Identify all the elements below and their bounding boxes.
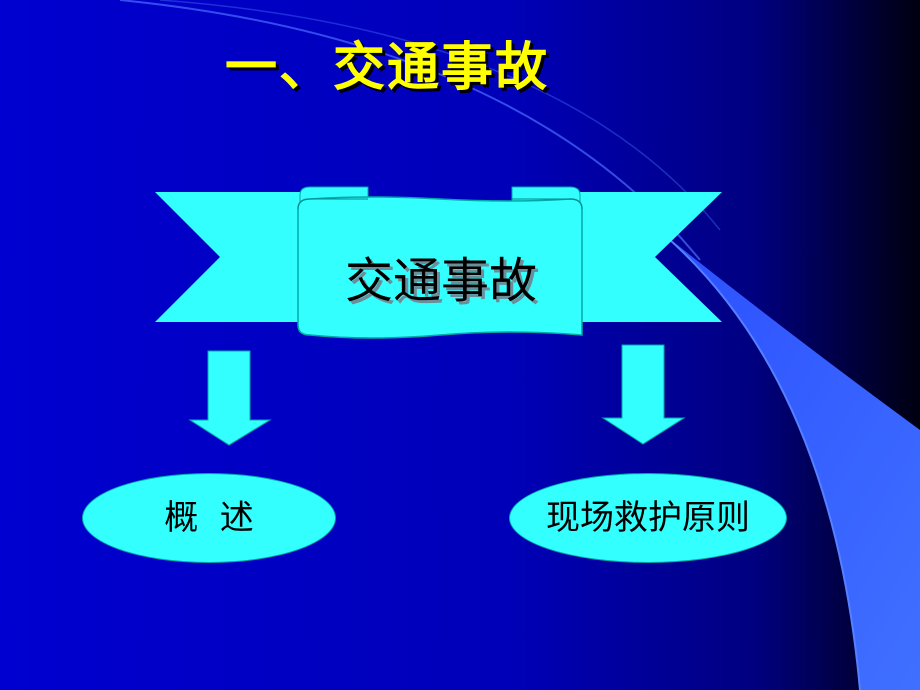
rescue-principles-node: 现场救护原则 [509, 473, 787, 563]
ribbon-banner [155, 186, 722, 339]
down-arrow-right-icon [601, 344, 686, 445]
down-arrow-left-icon [188, 350, 272, 446]
ribbon-left-tail [155, 192, 305, 322]
banner-label: 交通事故 [344, 253, 537, 309]
accent-wedge [640, 215, 920, 690]
ribbon-right-tail [575, 192, 722, 322]
rescue-principles-label: 现场救护原则 [546, 498, 750, 538]
overview-node: 概 述 [82, 473, 336, 563]
overview-label: 概 述 [164, 498, 254, 538]
slide-title: 一、交通事故 [225, 38, 550, 98]
